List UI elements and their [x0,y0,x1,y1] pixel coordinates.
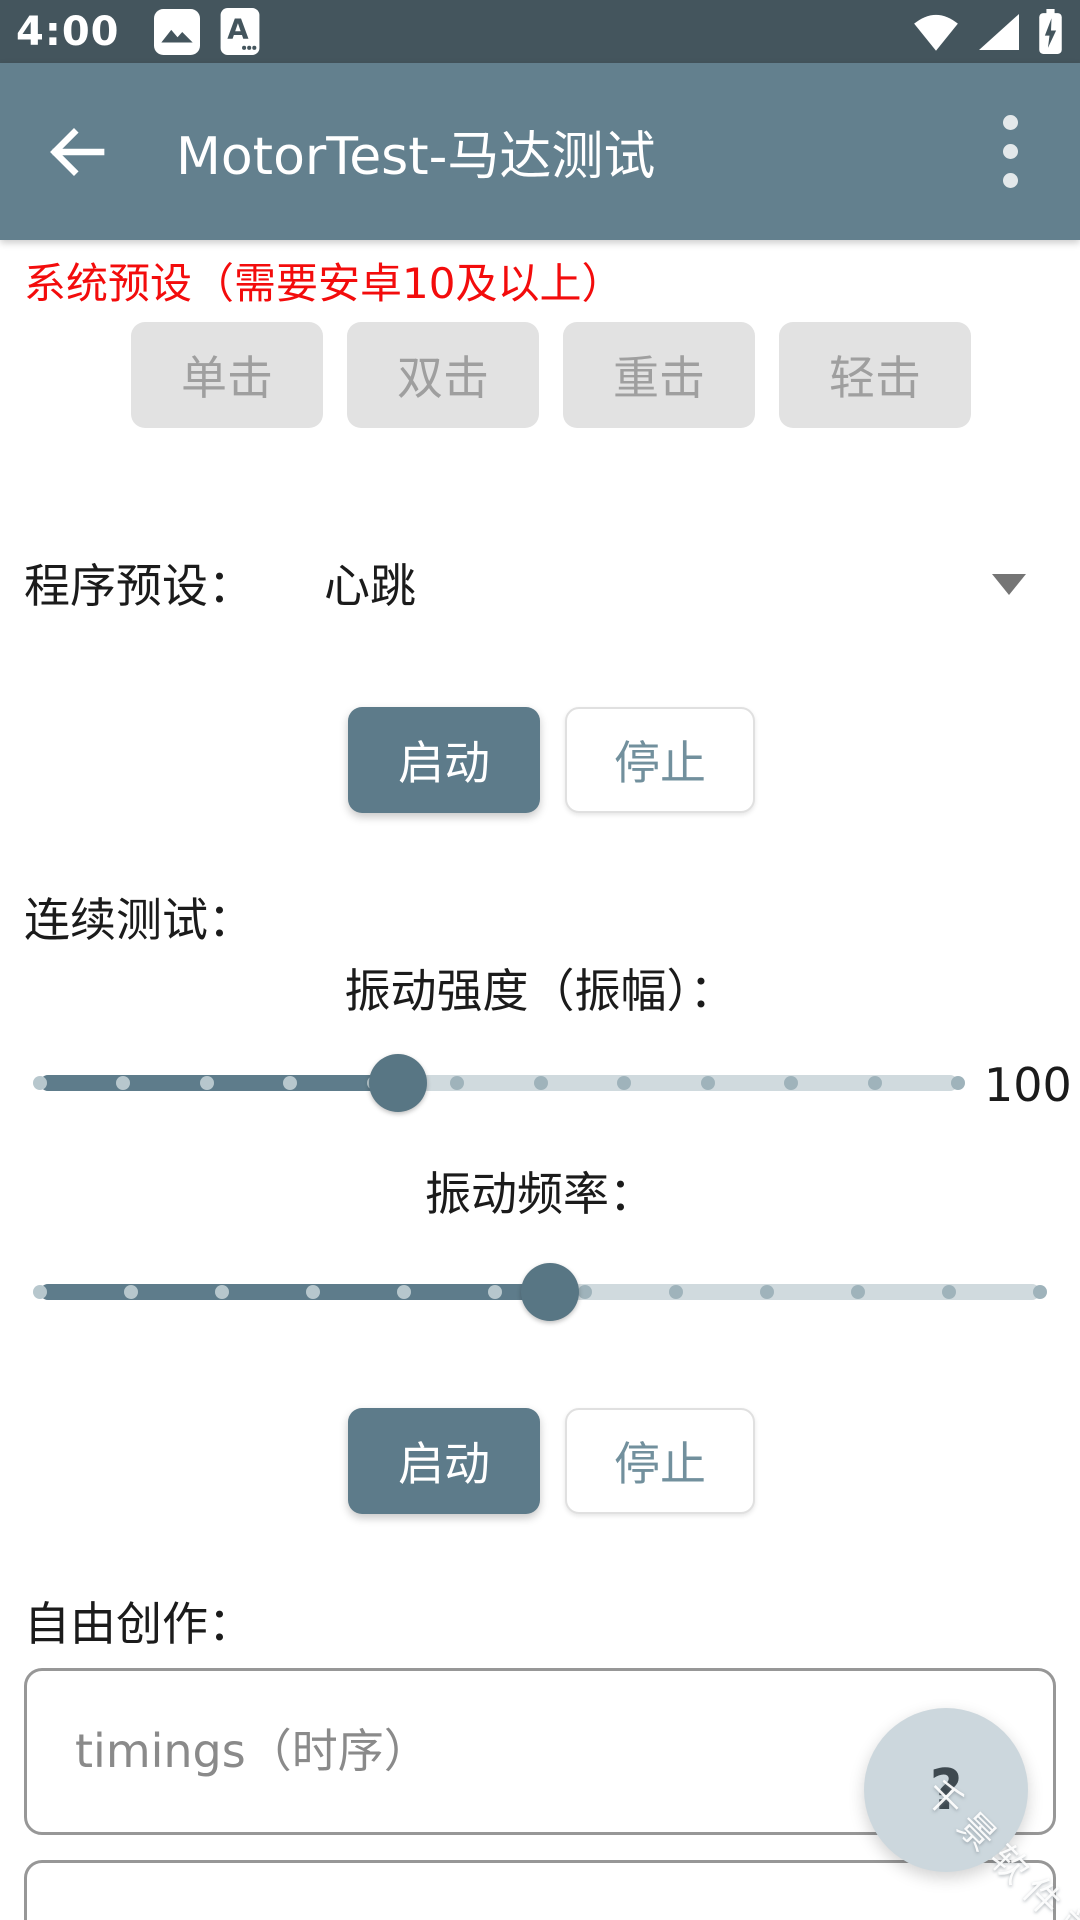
slider-tick [1033,1285,1047,1299]
amplitude-slider[interactable] [33,1051,965,1115]
chevron-down-icon[interactable] [992,574,1026,595]
status-right-icons [911,9,1064,54]
back-button[interactable] [42,120,106,184]
free-creation-input-2[interactable] [24,1860,1056,1920]
slider-tick [116,1076,131,1090]
slider-tick [487,1285,502,1299]
back-arrow-icon [43,121,105,183]
slider-tick [305,1285,320,1299]
free-creation-label: 自由创作： [24,1597,254,1651]
program-start-button[interactable]: 启动 [348,707,540,813]
status-bar: 4:00 A [0,0,1080,63]
autofill-notification-icon: A [220,8,260,55]
light-click-button[interactable]: 轻击 [779,322,971,428]
program-preset-actions: 启动 停止 [348,707,755,813]
help-fab[interactable]: ? [864,1708,1028,1872]
amplitude-slider-track[interactable] [33,1054,965,1112]
slider-tick [199,1076,214,1090]
overflow-dot [1003,173,1018,188]
program-stop-button[interactable]: 停止 [565,707,755,813]
slider-tick [942,1285,957,1299]
slider-tick [867,1076,882,1090]
svg-text:A: A [227,13,249,46]
amplitude-value: 100 [984,1058,1072,1112]
slider-tick [33,1285,47,1299]
slider-tick [214,1285,229,1299]
amplitude-label: 振动强度（振幅）： [344,964,736,1018]
status-time: 4:00 [16,8,120,55]
slider-tick [760,1285,775,1299]
slider-tick [700,1076,715,1090]
slider-tick [450,1076,465,1090]
amplitude-slider-thumb[interactable] [369,1054,428,1112]
overflow-dot [1003,115,1018,130]
slider-tick [617,1076,632,1090]
photo-notification-icon [153,8,200,55]
program-preset-label: 程序预设： [24,559,254,613]
slider-tick [578,1285,593,1299]
system-preset-heading: 系统预设（需要安卓10及以上） [24,259,624,308]
slider-tick [784,1076,799,1090]
amplitude-slider-active-track [40,1075,399,1091]
frequency-slider[interactable] [33,1260,1047,1324]
frequency-slider-track[interactable] [33,1263,1047,1321]
signal-icon [977,11,1021,53]
slider-tick [951,1076,965,1090]
continuous-test-label: 连续测试： [24,893,254,947]
continuous-stop-button[interactable]: 停止 [565,1408,755,1514]
slider-tick [669,1285,684,1299]
program-preset-spinner[interactable]: 心跳 [324,559,416,613]
app-bar: MotorTest-马达测试 [0,63,1080,240]
page-title: MotorTest-马达测试 [176,127,656,187]
single-click-button[interactable]: 单击 [131,322,323,428]
frequency-slider-thumb[interactable] [521,1263,579,1321]
system-preset-button-row: 单击 双击 重击 轻击 [131,322,971,428]
heavy-click-button[interactable]: 重击 [563,322,755,428]
overflow-dot [1003,144,1018,159]
frequency-slider-active-track [40,1284,550,1300]
continuous-start-button[interactable]: 启动 [348,1408,540,1514]
frequency-label: 振动频率： [425,1167,655,1221]
slider-tick [396,1285,411,1299]
slider-tick [283,1076,298,1090]
continuous-test-actions: 启动 停止 [348,1408,755,1514]
slider-tick [123,1285,138,1299]
overflow-menu-button[interactable] [993,105,1028,198]
wifi-icon [911,11,961,53]
slider-tick [851,1285,866,1299]
slider-tick [33,1076,47,1090]
battery-charging-icon [1037,9,1064,54]
double-click-button[interactable]: 双击 [347,322,539,428]
slider-tick [533,1076,548,1090]
